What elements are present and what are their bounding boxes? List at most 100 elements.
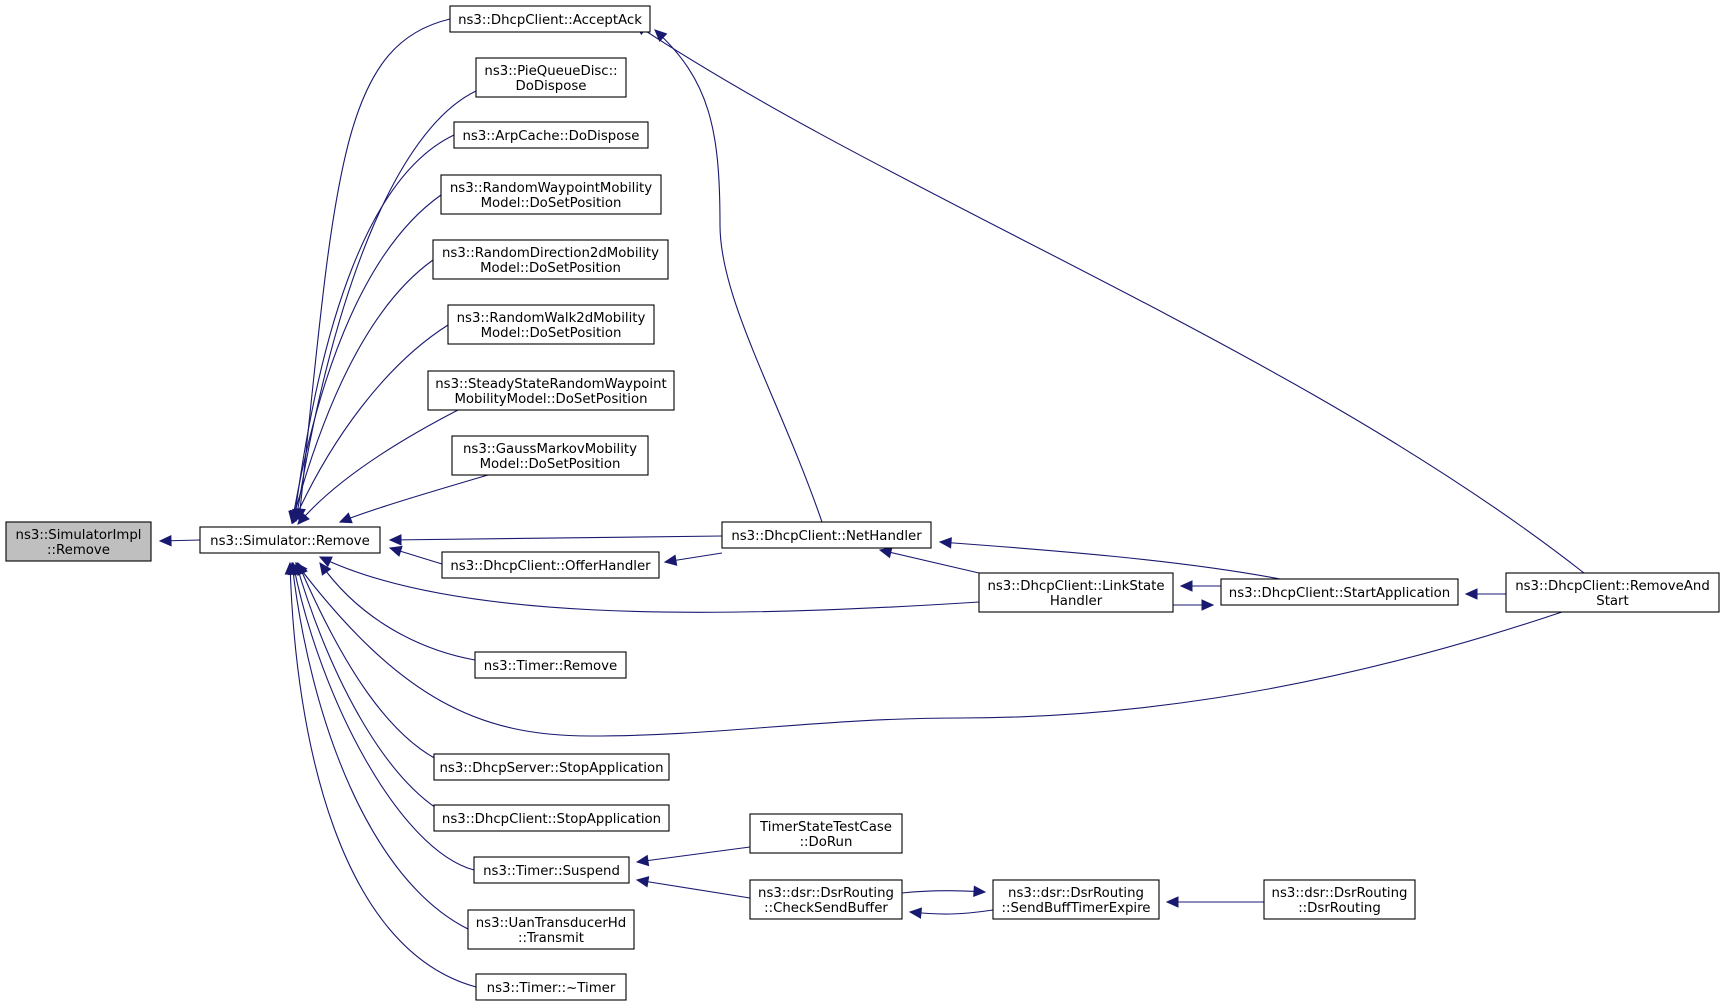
edge-line [389, 535, 723, 541]
node-box [451, 435, 649, 476]
edge-line [291, 194, 442, 524]
node-box [433, 804, 670, 832]
edge-line [879, 549, 980, 574]
edge-line [289, 562, 477, 988]
node-label: ::Transmit [518, 931, 584, 946]
edge-arp_dodispose-to-sim_remove [289, 134, 455, 524]
edge-line [634, 23, 1585, 574]
node-timer-remove[interactable]: ns3::Timer::Remove [474, 651, 627, 679]
arrowhead-icon [338, 512, 353, 524]
edge-sim_remove-to-simimpl_remove [158, 534, 201, 547]
node-label: ns3::DhcpServer::StopApplication [439, 761, 663, 776]
node-uan-transmit[interactable]: ns3::UanTransducerHd::Transmit [467, 909, 635, 950]
node-label: ns3::RandomWaypointMobility [450, 181, 652, 196]
arrowhead-icon [388, 534, 402, 546]
node-dhcp-nethandler[interactable]: ns3::DhcpClient::NetHandler [721, 521, 932, 549]
edge-line [291, 562, 469, 930]
arrowhead-icon [878, 546, 893, 559]
node-label: ns3::SteadyStateRandomWaypoint [435, 377, 667, 392]
node-box [749, 813, 903, 854]
arrowhead-icon [388, 545, 403, 557]
edge-timer_remove-to-sim_remove [319, 562, 476, 661]
node-gm-dosetpos[interactable]: ns3::GaussMarkovMobilityModel::DoSetPosi… [451, 435, 649, 476]
node-dhcp-acceptack[interactable]: ns3::DhcpClient::AcceptAck [449, 5, 651, 33]
edges-layer [158, 18, 1585, 988]
edge-ssrwp_dosetpos-to-sim_remove [297, 409, 459, 525]
arrowhead-icon [908, 907, 922, 919]
node-pie-dodispose[interactable]: ns3::PieQueueDisc::DoDispose [475, 57, 627, 98]
node-label: ns3::SimulatorImpl [16, 528, 142, 543]
node-box [449, 5, 651, 33]
edge-line [291, 259, 434, 524]
node-label: ns3::RandomDirection2dMobility [442, 246, 659, 261]
node-label: ns3::Simulator::Remove [210, 534, 370, 549]
edge-dhcp_removeandstart-to-dhcp_startapp [1464, 588, 1506, 600]
node-timer-dtor[interactable]: ns3::Timer::~Timer [475, 973, 627, 1001]
node-dhcpserver-stopapp[interactable]: ns3::DhcpServer::StopApplication [433, 753, 670, 781]
edge-dsr_checksendbuffer-to-dsr_sendbufftimerexpire [901, 885, 987, 898]
node-box [992, 879, 1160, 920]
node-box [1220, 578, 1459, 606]
node-label: Model::DoSetPosition [480, 261, 621, 276]
node-label: ns3::Timer::~Timer [487, 981, 616, 996]
node-dhcp-startapp[interactable]: ns3::DhcpClient::StartApplication [1220, 578, 1459, 606]
edge-dhcp_offerhandler-to-sim_remove [388, 545, 443, 565]
edge-dhcp_startapp-to-dhcp_nethandler [938, 537, 1281, 580]
edge-line [939, 541, 1281, 580]
node-box [432, 239, 669, 280]
node-label: Model::DoSetPosition [480, 457, 621, 472]
edge-line [292, 324, 449, 524]
edge-dhcpserver_stopapp-to-sim_remove [297, 561, 455, 768]
node-dsr-dsrrouting[interactable]: ns3::dsr::DsrRouting::DsrRouting [1263, 879, 1416, 920]
node-box [475, 973, 627, 1001]
node-label: Model::DoSetPosition [481, 196, 622, 211]
node-dsr-checksendbuffer[interactable]: ns3::dsr::DsrRouting::CheckSendBuffer [749, 879, 903, 920]
node-timerstate-dorun[interactable]: TimerStateTestCase::DoRun [749, 813, 903, 854]
node-ssrwp-dosetpos[interactable]: ns3::SteadyStateRandomWaypointMobilityMo… [427, 370, 675, 411]
node-box [447, 304, 655, 345]
node-dhcp-offerhandler[interactable]: ns3::DhcpClient::OfferHandler [441, 551, 660, 579]
edge-line [654, 29, 823, 523]
edge-line [292, 562, 475, 871]
node-box [475, 57, 627, 98]
arrowhead-icon [158, 534, 172, 547]
node-simimpl-remove[interactable]: ns3::SimulatorImpl::Remove [5, 521, 152, 562]
node-sim-remove[interactable]: ns3::Simulator::Remove [199, 526, 381, 554]
node-dsr-sendbufftimerexpire[interactable]: ns3::dsr::DsrRouting::SendBuffTimerExpir… [992, 879, 1160, 920]
node-label: ns3::DhcpClient::NetHandler [731, 529, 922, 544]
node-dhcpclient-stopapp[interactable]: ns3::DhcpClient::StopApplication [433, 804, 670, 832]
edge-dhcpclient_stopapp-to-sim_remove [293, 561, 455, 819]
edge-rd2d_dosetpos-to-sim_remove [289, 259, 434, 525]
node-label: ns3::Timer::Remove [484, 659, 617, 674]
node-box [5, 521, 152, 562]
arrowhead-icon [1464, 588, 1478, 600]
node-rd2d-dosetpos[interactable]: ns3::RandomDirection2dMobilityModel::DoS… [432, 239, 669, 280]
edge-timerstate_dorun-to-timer_suspend [635, 846, 751, 867]
node-box [474, 651, 627, 679]
node-label: DoDispose [516, 79, 587, 94]
edge-dhcp_linkstate-to-dhcp_startapp [1173, 599, 1215, 611]
node-box [441, 551, 660, 579]
node-rw2d-dosetpos[interactable]: ns3::RandomWalk2dMobilityModel::DoSetPos… [447, 304, 655, 345]
arrowhead-icon [635, 854, 650, 867]
node-rwp-dosetpos[interactable]: ns3::RandomWaypointMobilityModel::DoSetP… [440, 174, 662, 215]
arrowhead-icon [284, 561, 297, 575]
edge-dhcp_nethandler-to-sim_remove [388, 534, 723, 546]
node-label: ::CheckSendBuffer [764, 901, 888, 916]
node-label: ns3::PieQueueDisc:: [484, 64, 617, 79]
node-label: Start [1596, 594, 1628, 609]
node-timer-suspend[interactable]: ns3::Timer::Suspend [473, 856, 630, 884]
node-label: ns3::dsr::DsrRouting [758, 886, 894, 901]
node-box [427, 370, 675, 411]
node-box [1505, 572, 1720, 613]
node-box [467, 909, 635, 950]
node-box [473, 856, 630, 884]
edge-line [293, 134, 455, 523]
node-label: ::DoRun [800, 835, 853, 850]
node-box [433, 753, 670, 781]
node-arp-dodispose[interactable]: ns3::ArpCache::DoDispose [453, 121, 649, 149]
edge-dhcp_startapp-to-dhcp_linkstate [1179, 580, 1221, 592]
